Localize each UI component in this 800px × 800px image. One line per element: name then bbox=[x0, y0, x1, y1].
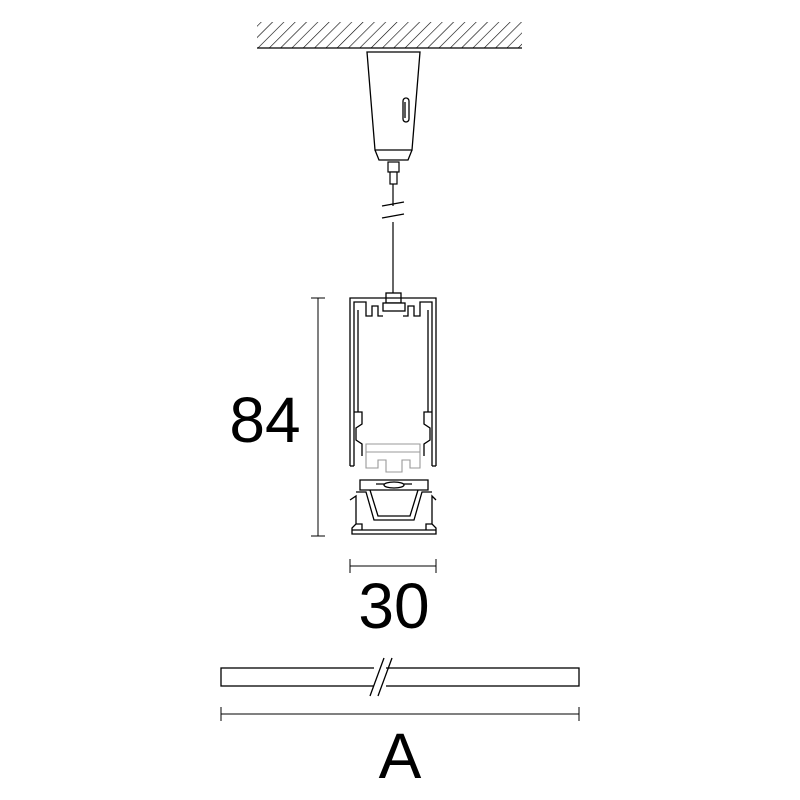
led-board-insert bbox=[365, 443, 421, 473]
height-dimension-label: 84 bbox=[229, 384, 300, 456]
ceiling-canopy bbox=[366, 51, 421, 161]
luminaire-profile-section bbox=[349, 292, 437, 467]
length-dimension-label: A bbox=[379, 720, 422, 792]
width-dimension-label: 30 bbox=[358, 570, 429, 642]
optic-lens-assembly bbox=[349, 479, 437, 535]
height-dimension-line bbox=[311, 297, 325, 537]
profile-length-view bbox=[220, 657, 580, 697]
ceiling-hatch bbox=[257, 22, 522, 49]
width-dimension-line bbox=[349, 559, 437, 573]
suspension-cable bbox=[381, 161, 405, 293]
length-dimension-line bbox=[220, 707, 580, 721]
